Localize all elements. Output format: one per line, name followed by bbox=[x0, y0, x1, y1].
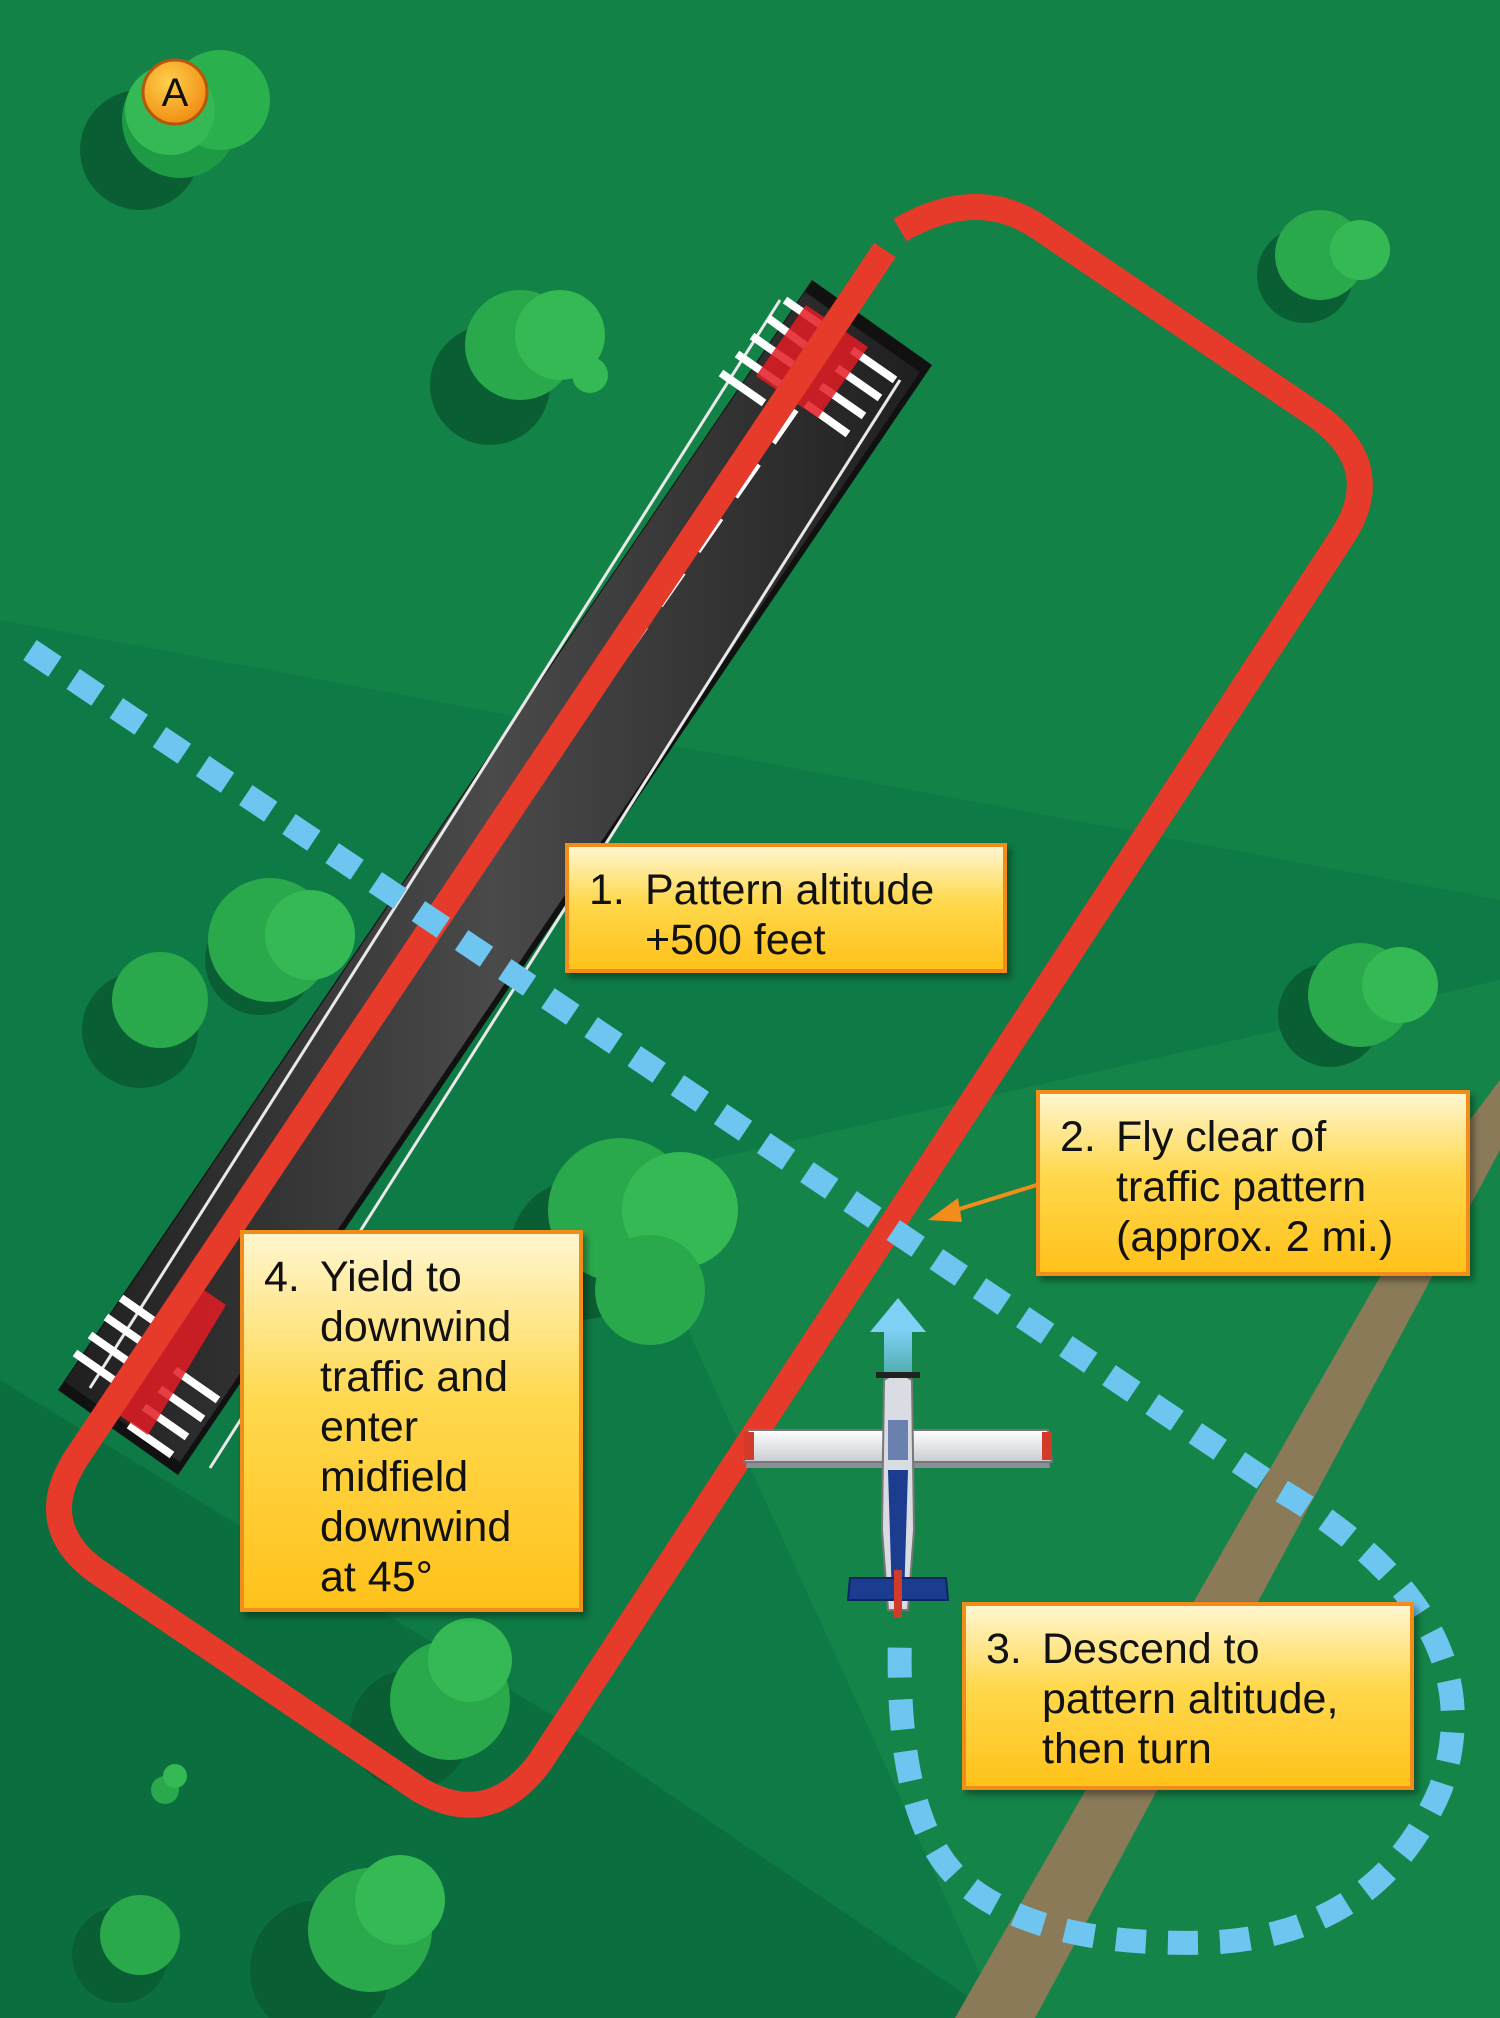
callout-1-number: 1. bbox=[589, 866, 625, 914]
callout-4-line: midfield bbox=[320, 1453, 469, 1501]
callout-2-number: 2. bbox=[1060, 1113, 1096, 1161]
tree bbox=[430, 290, 608, 445]
callout-4-line: traffic and bbox=[320, 1353, 509, 1401]
tree bbox=[82, 878, 355, 1088]
callout-4-line: downwind bbox=[320, 1503, 512, 1551]
callout-4: 4. Yield to downwind traffic and enter m… bbox=[240, 1230, 583, 1612]
location-marker-label: A bbox=[162, 71, 189, 115]
runway-end-highlight-bottom bbox=[116, 1283, 226, 1435]
callout-3-line: pattern altitude, bbox=[1042, 1675, 1339, 1723]
location-marker: A bbox=[141, 58, 209, 126]
callout-3-number: 3. bbox=[986, 1625, 1022, 1673]
callout-3: 3. Descend to pattern altitude, then tur… bbox=[962, 1602, 1414, 1790]
airplane-icon bbox=[742, 1372, 1054, 1618]
callout-3-line: Descend to bbox=[1042, 1625, 1260, 1673]
callout-2: 2. Fly clear of traffic pattern (approx.… bbox=[1036, 1090, 1470, 1276]
callout-4-line: downwind bbox=[320, 1303, 512, 1351]
trees bbox=[72, 50, 1438, 2018]
traffic-pattern bbox=[46, 194, 1373, 1818]
callout-4-line: enter bbox=[320, 1403, 419, 1451]
callout-2-line: Fly clear of bbox=[1116, 1113, 1327, 1161]
callout-3-line: then turn bbox=[1042, 1725, 1212, 1773]
callout-2-line: traffic pattern bbox=[1116, 1163, 1367, 1211]
tree bbox=[72, 1895, 180, 2003]
tree bbox=[1278, 943, 1438, 1067]
entry-path bbox=[23, 640, 1465, 1955]
callout-4-line: at 45° bbox=[320, 1553, 433, 1601]
callout-1-line: +500 feet bbox=[645, 916, 826, 964]
tree bbox=[1257, 210, 1390, 323]
callout-4-number: 4. bbox=[264, 1253, 300, 1301]
callout-1: 1. Pattern altitude +500 feet bbox=[565, 843, 1007, 973]
tree bbox=[250, 1855, 445, 2018]
callout-2-line: (approx. 2 mi.) bbox=[1116, 1213, 1394, 1261]
tree bbox=[151, 1764, 187, 1804]
callout-2-leader bbox=[928, 1182, 1041, 1222]
callout-1-line: Pattern altitude bbox=[645, 866, 935, 914]
callout-4-line: Yield to bbox=[320, 1253, 462, 1301]
